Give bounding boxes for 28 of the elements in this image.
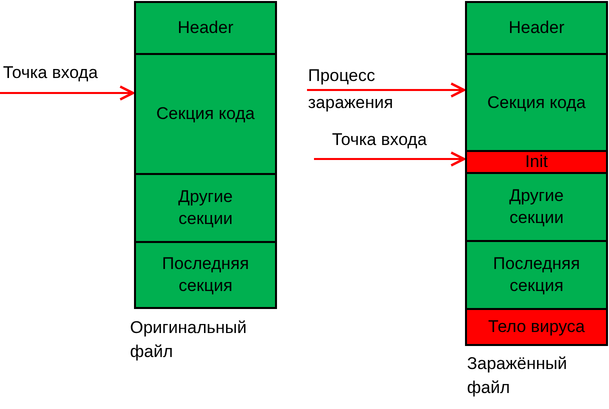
file-caption: Заражённый файл xyxy=(467,353,568,399)
arrow xyxy=(314,151,466,167)
section-box xyxy=(465,172,608,242)
highlighted-section-box xyxy=(465,308,608,346)
arrow xyxy=(307,82,466,98)
section-box xyxy=(134,173,277,243)
section-label: Другие секции xyxy=(508,185,565,229)
section-box xyxy=(465,53,608,152)
section-label: Другие секции xyxy=(177,186,234,230)
section-label: Секция кода xyxy=(156,103,255,125)
section-box xyxy=(134,53,277,175)
file-caption: Оригинальный файл xyxy=(130,317,248,363)
section-label: Init xyxy=(525,151,548,173)
section-label: Header xyxy=(508,17,564,39)
edge-label: Точка входа xyxy=(3,62,99,84)
section-label: Последняя секция xyxy=(492,253,581,297)
section-label: Тело вируса xyxy=(488,316,585,338)
edge-label: Процесс заражения xyxy=(308,65,394,114)
arrow xyxy=(0,85,134,101)
edge-label: Точка входа xyxy=(332,129,428,151)
section-box xyxy=(134,1,277,55)
section-box xyxy=(134,241,277,309)
section-box xyxy=(465,240,608,310)
highlighted-section-box xyxy=(465,150,608,174)
section-label: Последняя секция xyxy=(161,253,250,297)
section-label: Секция кода xyxy=(487,92,586,114)
section-label: Header xyxy=(178,17,234,39)
section-box xyxy=(465,1,608,55)
